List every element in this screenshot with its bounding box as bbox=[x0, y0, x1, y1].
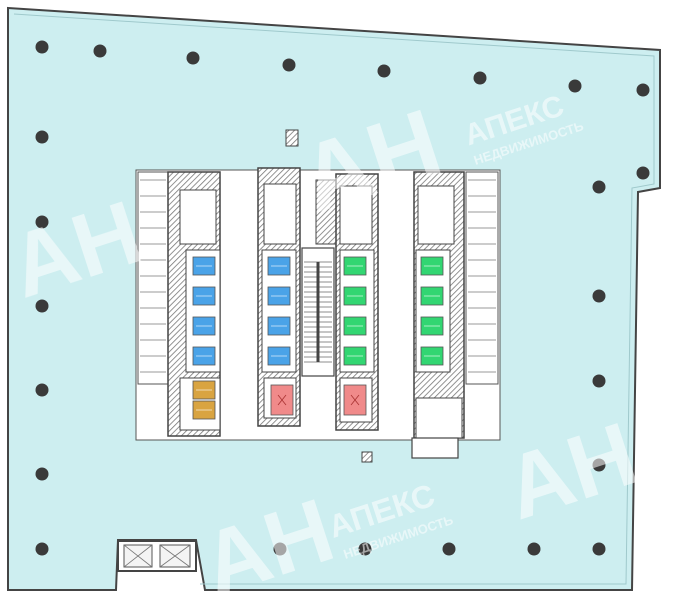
elevator-green bbox=[343, 346, 367, 366]
elevator-green bbox=[343, 316, 367, 336]
building-core bbox=[135, 129, 501, 463]
shaft-4-bottom bbox=[415, 397, 463, 439]
elevator-blue bbox=[267, 286, 291, 306]
elevator-blue bbox=[192, 316, 216, 336]
elevator-blue bbox=[267, 316, 291, 336]
shaft-4-annex bbox=[411, 437, 459, 459]
elevator-green bbox=[343, 256, 367, 276]
shaft-4-inner bbox=[417, 185, 455, 245]
structural-columns bbox=[35, 40, 650, 556]
shaft-1-inner bbox=[179, 189, 217, 245]
elevator-green bbox=[420, 346, 444, 366]
column bbox=[636, 83, 650, 97]
column bbox=[473, 71, 487, 85]
elevator-freight bbox=[192, 380, 216, 400]
column bbox=[282, 58, 296, 72]
column bbox=[592, 542, 606, 556]
elevator-fire-mark bbox=[350, 394, 360, 406]
elevator-fire bbox=[343, 384, 367, 416]
elevator-green bbox=[420, 316, 444, 336]
shaft-3-inner bbox=[339, 185, 373, 245]
column bbox=[636, 166, 650, 180]
toilets-right bbox=[465, 171, 499, 385]
column bbox=[442, 542, 456, 556]
column bbox=[35, 542, 49, 556]
elevator-green bbox=[343, 286, 367, 306]
column bbox=[35, 467, 49, 481]
column bbox=[377, 64, 391, 78]
small-shaft-bottom bbox=[361, 451, 373, 463]
shaft-2-inner bbox=[263, 183, 297, 245]
column bbox=[592, 458, 606, 472]
elevator-blue bbox=[267, 346, 291, 366]
elevator-freight bbox=[192, 400, 216, 420]
entrance-block bbox=[117, 540, 197, 572]
column bbox=[527, 542, 541, 556]
facade-window-line bbox=[13, 13, 655, 585]
elevator-blue bbox=[192, 346, 216, 366]
column bbox=[273, 542, 287, 556]
toilet-stalls bbox=[140, 179, 496, 373]
elevator-blue bbox=[192, 256, 216, 276]
column bbox=[35, 299, 49, 313]
elevator-fire bbox=[270, 384, 294, 416]
column bbox=[93, 44, 107, 58]
elevator-green bbox=[420, 256, 444, 276]
small-shaft-top bbox=[285, 129, 299, 147]
column bbox=[35, 215, 49, 229]
elevator-blue bbox=[192, 286, 216, 306]
elevator-blue bbox=[267, 256, 291, 276]
toilets-left bbox=[137, 171, 169, 385]
elevator-green bbox=[420, 286, 444, 306]
column bbox=[186, 51, 200, 65]
column bbox=[568, 79, 582, 93]
column bbox=[358, 542, 372, 556]
elevator-fire-mark bbox=[277, 394, 287, 406]
column bbox=[35, 383, 49, 397]
column bbox=[592, 289, 606, 303]
column bbox=[592, 374, 606, 388]
column bbox=[35, 40, 49, 54]
column bbox=[35, 130, 49, 144]
elevators bbox=[192, 256, 444, 420]
column bbox=[592, 180, 606, 194]
